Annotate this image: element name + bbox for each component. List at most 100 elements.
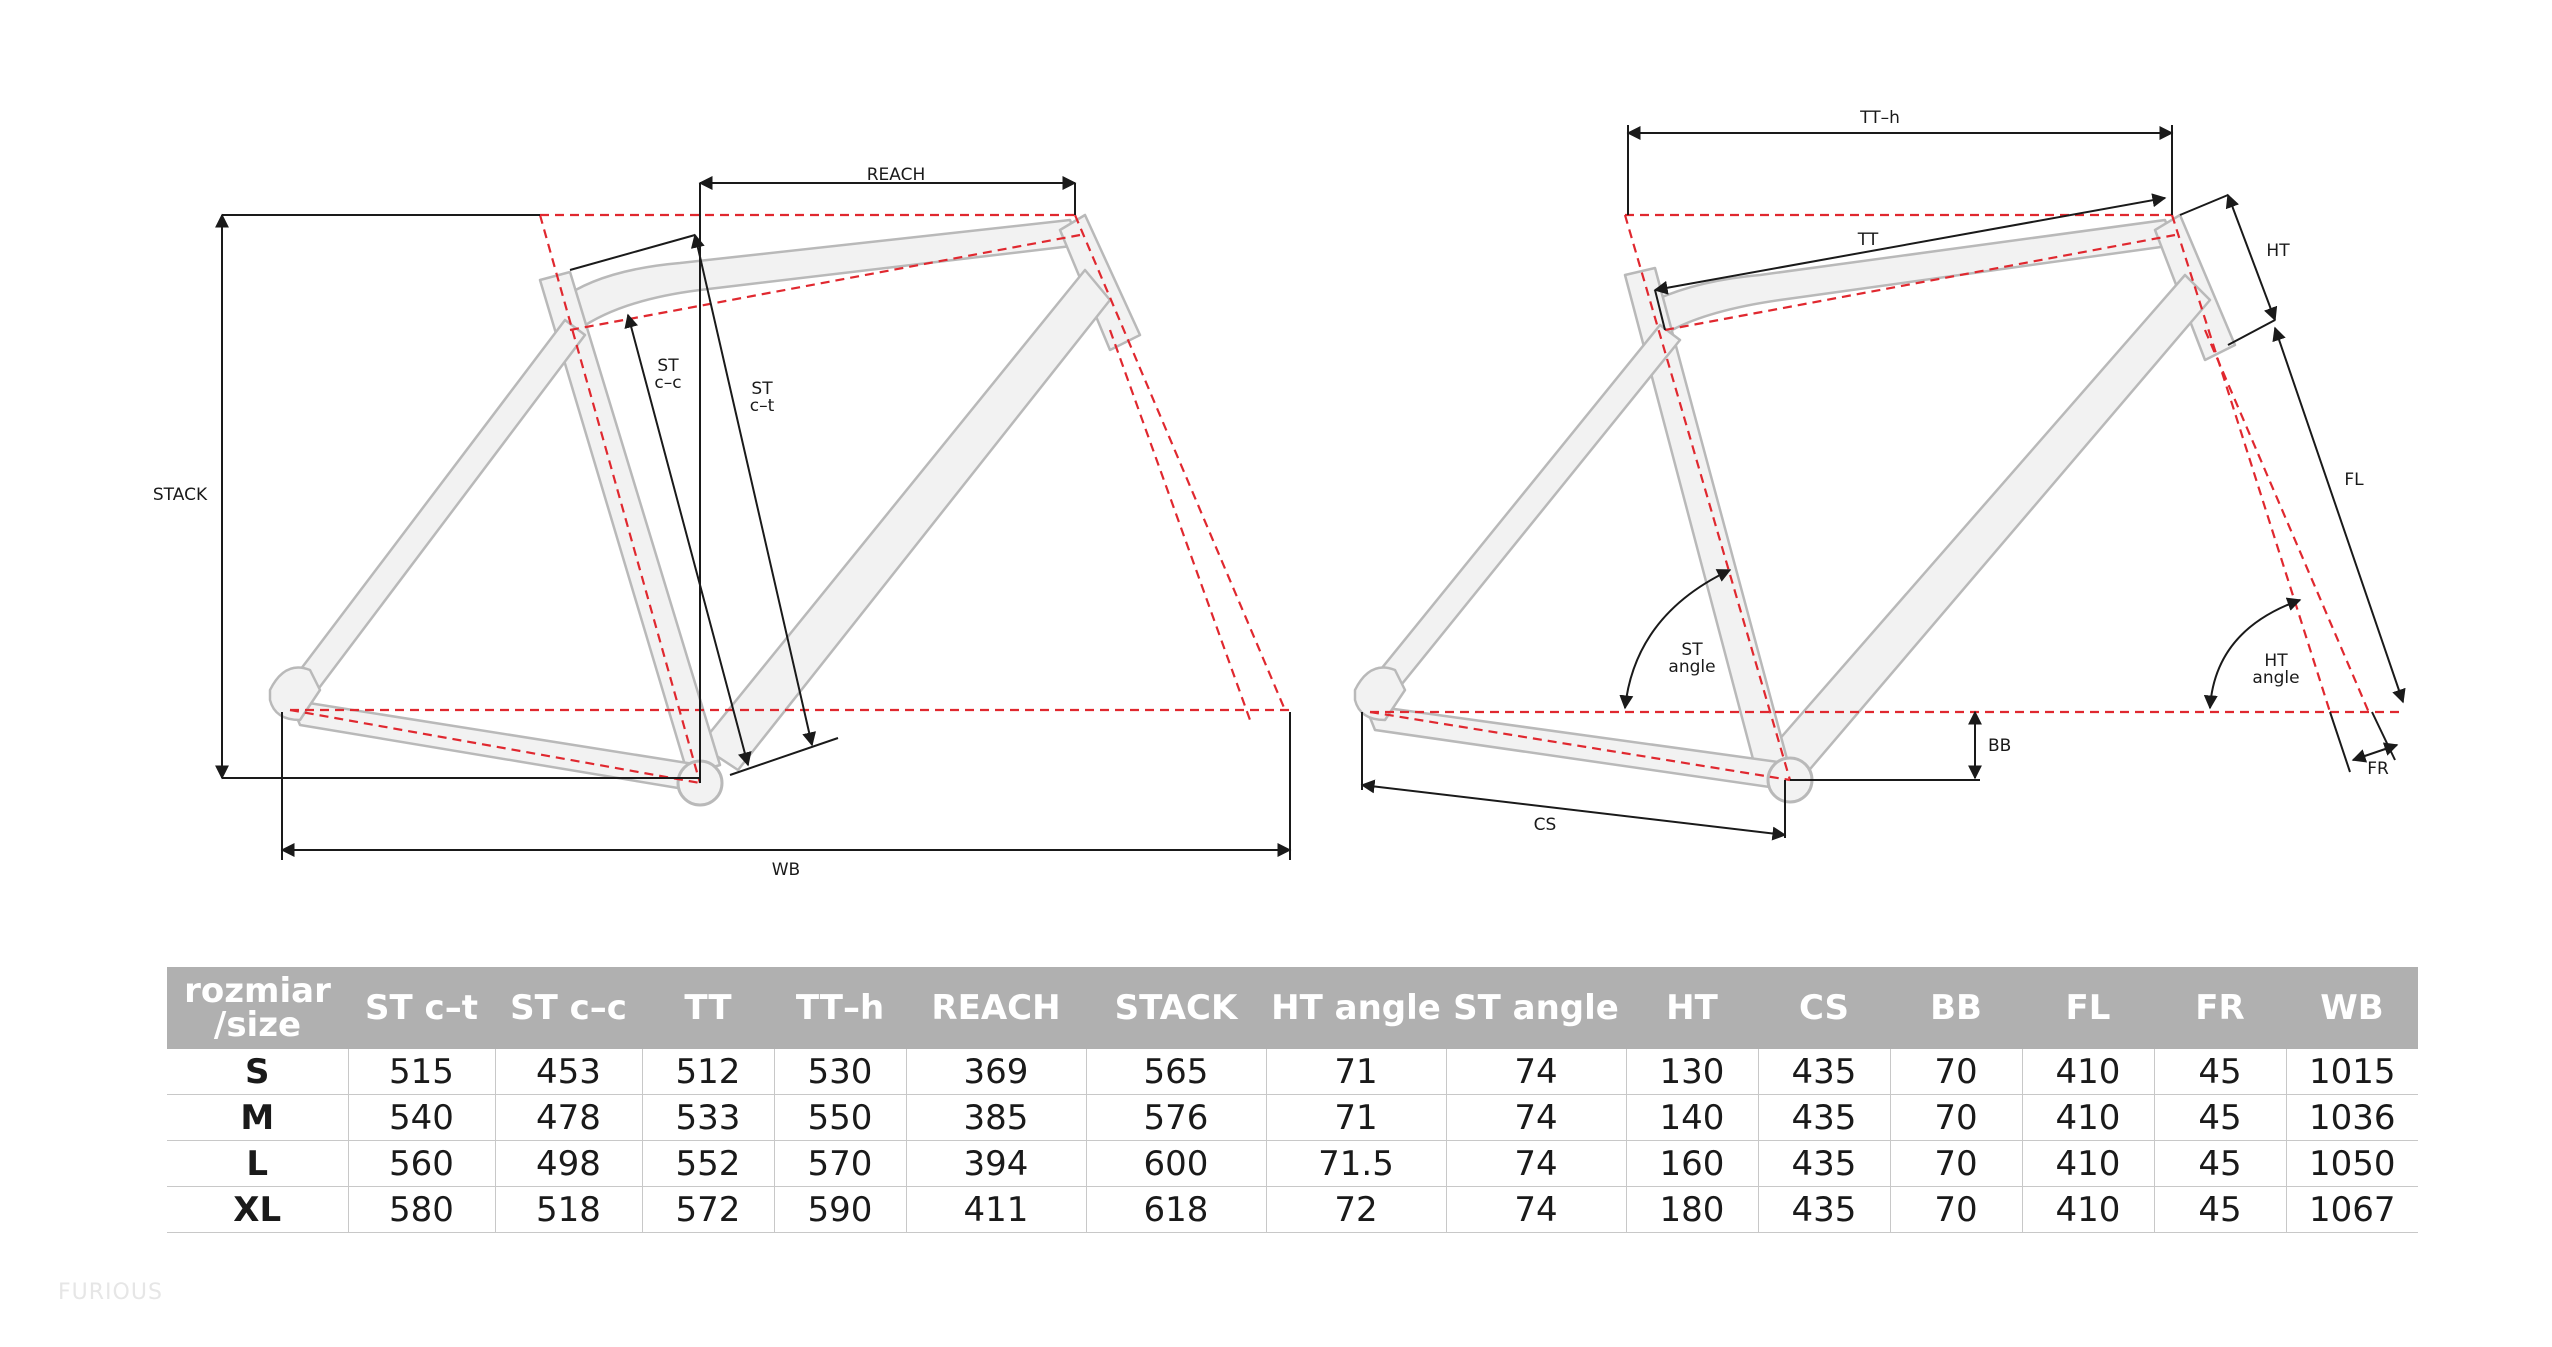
value-cell: 410 xyxy=(2022,1094,2155,1141)
value-cell: 570 xyxy=(774,1140,907,1187)
label-tt: TT xyxy=(1857,230,1879,250)
value-cell: 552 xyxy=(642,1140,775,1187)
label-st-angle-1: ST xyxy=(1681,640,1703,660)
value-cell: 435 xyxy=(1758,1049,1891,1095)
right-dimension-lines xyxy=(1360,125,2406,841)
value-cell: 410 xyxy=(2022,1049,2155,1095)
label-fl: FL xyxy=(2344,470,2364,490)
value-cell: 1015 xyxy=(2286,1049,2418,1095)
column-header: ST c–c xyxy=(495,967,642,1049)
value-cell: 45 xyxy=(2154,1186,2287,1233)
value-cell: 385 xyxy=(906,1094,1087,1141)
frame-geometry-diagram: REACH STACK ST c–t ST c–c WB xyxy=(153,108,2406,880)
label-st-ct-1: ST xyxy=(751,379,773,399)
value-cell: 70 xyxy=(1890,1140,2023,1187)
label-fr: FR xyxy=(2367,759,2389,779)
label-st-cc-2: c–c xyxy=(654,373,681,393)
label-bb: BB xyxy=(1988,736,2011,756)
size-cell: XL xyxy=(167,1186,349,1233)
value-cell: 1050 xyxy=(2286,1140,2418,1187)
value-cell: 533 xyxy=(642,1094,775,1141)
value-cell: 410 xyxy=(2022,1186,2155,1233)
column-header: ST angle xyxy=(1446,967,1626,1049)
right-frame-drawing xyxy=(1353,213,2237,804)
value-cell: 71.5 xyxy=(1266,1140,1447,1187)
label-wb: WB xyxy=(772,860,800,880)
value-cell: 572 xyxy=(642,1186,775,1233)
size-cell: M xyxy=(167,1094,349,1141)
column-header: REACH xyxy=(906,967,1086,1049)
label-cs: CS xyxy=(1534,815,1557,835)
column-header: FR xyxy=(2154,967,2286,1049)
value-cell: 530 xyxy=(774,1049,907,1095)
column-header: BB xyxy=(1890,967,2022,1049)
column-header: TT–h xyxy=(774,967,906,1049)
value-cell: 130 xyxy=(1626,1049,1759,1095)
label-st-angle-2: angle xyxy=(1668,657,1715,677)
value-cell: 518 xyxy=(495,1186,643,1233)
label-ht-angle-2: angle xyxy=(2252,668,2299,688)
value-cell: 74 xyxy=(1446,1186,1627,1233)
value-cell: 71 xyxy=(1266,1094,1447,1141)
value-cell: 435 xyxy=(1758,1186,1891,1233)
column-header: CS xyxy=(1758,967,1890,1049)
value-cell: 478 xyxy=(495,1094,643,1141)
value-cell: 45 xyxy=(2154,1049,2287,1095)
label-ht: HT xyxy=(2266,241,2290,261)
label-st-cc-1: ST xyxy=(657,356,679,376)
size-cell: L xyxy=(167,1140,349,1187)
value-cell: 74 xyxy=(1446,1140,1627,1187)
value-cell: 590 xyxy=(774,1186,907,1233)
value-cell: 435 xyxy=(1758,1094,1891,1141)
column-header: HT xyxy=(1626,967,1758,1049)
value-cell: 45 xyxy=(2154,1094,2287,1141)
left-dimension-lines xyxy=(215,176,1292,860)
label-tt-h: TT–h xyxy=(1859,108,1900,128)
value-cell: 70 xyxy=(1890,1094,2023,1141)
value-cell: 550 xyxy=(774,1094,907,1141)
column-header: ST c–t xyxy=(348,967,495,1049)
value-cell: 1036 xyxy=(2286,1094,2418,1141)
value-cell: 45 xyxy=(2154,1140,2287,1187)
value-cell: 512 xyxy=(642,1049,775,1095)
value-cell: 394 xyxy=(906,1140,1087,1187)
label-reach: REACH xyxy=(867,165,926,185)
size-cell: S xyxy=(167,1049,349,1095)
value-cell: 565 xyxy=(1086,1049,1267,1095)
value-cell: 160 xyxy=(1626,1140,1759,1187)
value-cell: 435 xyxy=(1758,1140,1891,1187)
column-header: STACK xyxy=(1086,967,1266,1049)
value-cell: 369 xyxy=(906,1049,1087,1095)
value-cell: 74 xyxy=(1446,1049,1627,1095)
value-cell: 600 xyxy=(1086,1140,1267,1187)
value-cell: 540 xyxy=(348,1094,496,1141)
column-header: HT angle xyxy=(1266,967,1446,1049)
column-header: rozmiar /size xyxy=(167,967,348,1049)
value-cell: 453 xyxy=(495,1049,643,1095)
left-frame-drawing xyxy=(268,213,1142,807)
value-cell: 560 xyxy=(348,1140,496,1187)
value-cell: 70 xyxy=(1890,1049,2023,1095)
value-cell: 74 xyxy=(1446,1094,1627,1141)
value-cell: 498 xyxy=(495,1140,643,1187)
value-cell: 70 xyxy=(1890,1186,2023,1233)
label-ht-angle-1: HT xyxy=(2264,651,2288,671)
column-header: TT xyxy=(642,967,774,1049)
value-cell: 576 xyxy=(1086,1094,1267,1141)
label-st-ct-2: c–t xyxy=(750,396,775,416)
left-labels: REACH STACK ST c–t ST c–c WB xyxy=(153,165,925,880)
right-labels: TT–h TT HT FL ST angle HT angle BB CS FR xyxy=(1534,108,2389,835)
value-cell: 618 xyxy=(1086,1186,1267,1233)
value-cell: 180 xyxy=(1626,1186,1759,1233)
value-cell: 515 xyxy=(348,1049,496,1095)
value-cell: 72 xyxy=(1266,1186,1447,1233)
value-cell: 580 xyxy=(348,1186,496,1233)
